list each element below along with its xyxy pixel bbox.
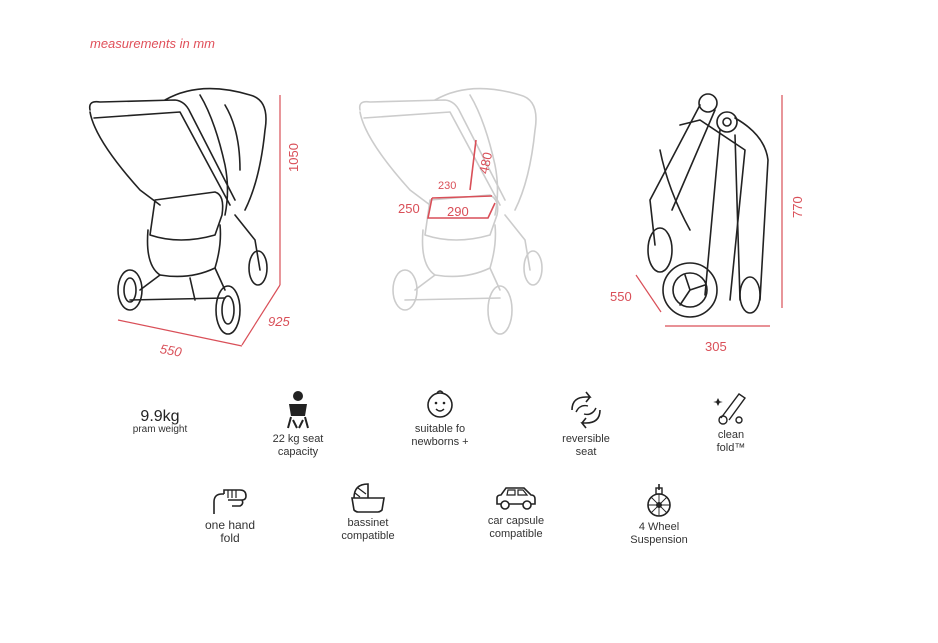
feature-newborns: suitable fo newborns + [395,388,485,449]
suspension-line-2: Suspension [630,534,688,546]
capacity-line-2: capacity [277,446,319,458]
height-dimension: 1050 [286,143,301,172]
seat-width-dimension: 290 [447,204,469,219]
hand-icon [213,489,247,514]
stroller-folded-view [647,93,769,318]
folded-width-dimension: 305 [705,339,727,354]
feature-seat-capacity: 22 kg seat capacity [253,390,343,459]
reversible-line-1: reversible [562,433,610,445]
measurements-caption: measurements in mm [90,36,215,51]
seat-depth-dimension: 230 [438,180,457,192]
feature-car-capsule: car capsule compatible [471,484,561,541]
reverse-arrows-icon [571,391,601,429]
seat-width-left-dimension: 250 [398,201,420,216]
bassinet-icon [351,483,385,513]
folded-height-dimension: 770 [790,196,805,218]
bassinet-line-1: bassinet [347,517,389,529]
stroller-1-dimension-lines [117,95,281,347]
suspension-line-1: 4 Wheel [638,521,680,533]
car-icon [496,487,536,510]
newborn-line-2: newborns + [411,436,469,448]
bassinet-line-2: compatible [341,530,395,542]
capacity-line-1: 22 kg seat [272,433,324,445]
stroller-front-view [88,87,268,335]
stroller-seat-view [358,87,543,335]
pram-weight-label: pram weight [132,424,188,435]
car-capsule-line-2: compatible [489,528,543,540]
newborn-line-1: suitable fo [414,423,466,435]
clean-fold-line-2: fold™ [716,442,746,454]
one-hand-line-2: fold [220,531,240,545]
depth-dimension: 925 [268,314,290,329]
feature-one-hand-fold: one hand fold [185,488,275,545]
baby-face-icon [427,390,453,418]
reversible-line-2: seat [575,446,597,458]
wheel-icon [647,484,671,517]
feature-clean-fold: clean fold™ [686,390,776,455]
folded-pram-icon [713,393,746,425]
feature-suspension: 4 Wheel Suspension [614,484,704,547]
clean-fold-line-1: clean [717,429,745,441]
folded-depth-dimension: 550 [610,289,632,304]
feature-pram-weight: 9.9kg pram weight [115,408,205,436]
stroller-2-seat-outline [427,139,496,219]
stroller-3-dimension-lines [635,95,783,327]
one-hand-line-1: one hand [204,518,256,532]
feature-reversible-seat: reversible seat [541,390,631,459]
child-icon [287,391,309,429]
feature-bassinet: bassinet compatible [323,482,413,543]
car-capsule-line-1: car capsule [487,515,545,527]
pram-weight-value: 9.9kg [140,408,180,425]
